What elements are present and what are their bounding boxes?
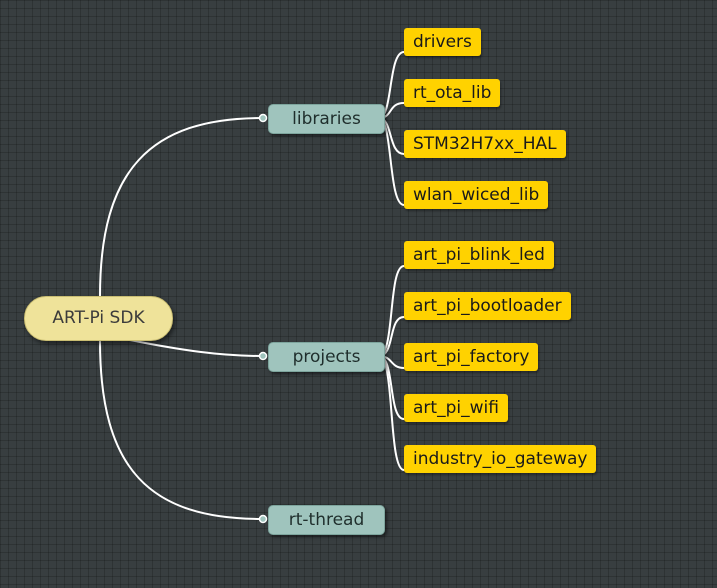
subtopic-wlan-wiced-lib[interactable]: wlan_wiced_lib <box>404 181 549 209</box>
connector-root-projects <box>129 339 263 357</box>
subtopic-drivers[interactable]: drivers <box>404 28 481 56</box>
connector-projects-gateway <box>378 355 405 471</box>
subtopic-art-pi-wifi[interactable]: art_pi_wifi <box>404 394 508 422</box>
subtopic-art-pi-factory[interactable]: art_pi_factory <box>404 343 539 371</box>
collapse-handle-projects[interactable] <box>258 351 268 361</box>
root-topic[interactable]: ART-Pi SDK <box>24 296 173 341</box>
subtopic-rt-ota-lib[interactable]: rt_ota_lib <box>404 79 501 107</box>
topic-libraries[interactable]: libraries <box>268 104 385 134</box>
subtopic-industry-io-gateway[interactable]: industry_io_gateway <box>404 445 597 473</box>
subtopic-stm32h7xx-hal[interactable]: STM32H7xx_HAL <box>404 130 566 158</box>
topic-rt-thread[interactable]: rt-thread <box>268 505 385 535</box>
connector-root-rt-thread <box>99 340 263 520</box>
connector-root-libraries <box>99 117 263 297</box>
subtopic-art-pi-bootloader[interactable]: art_pi_bootloader <box>404 292 571 320</box>
collapse-handle-rt-thread[interactable] <box>258 514 268 524</box>
topic-projects[interactable]: projects <box>268 342 385 372</box>
collapse-handle-libraries[interactable] <box>258 113 268 123</box>
subtopic-art-pi-blink-led[interactable]: art_pi_blink_led <box>404 241 554 269</box>
